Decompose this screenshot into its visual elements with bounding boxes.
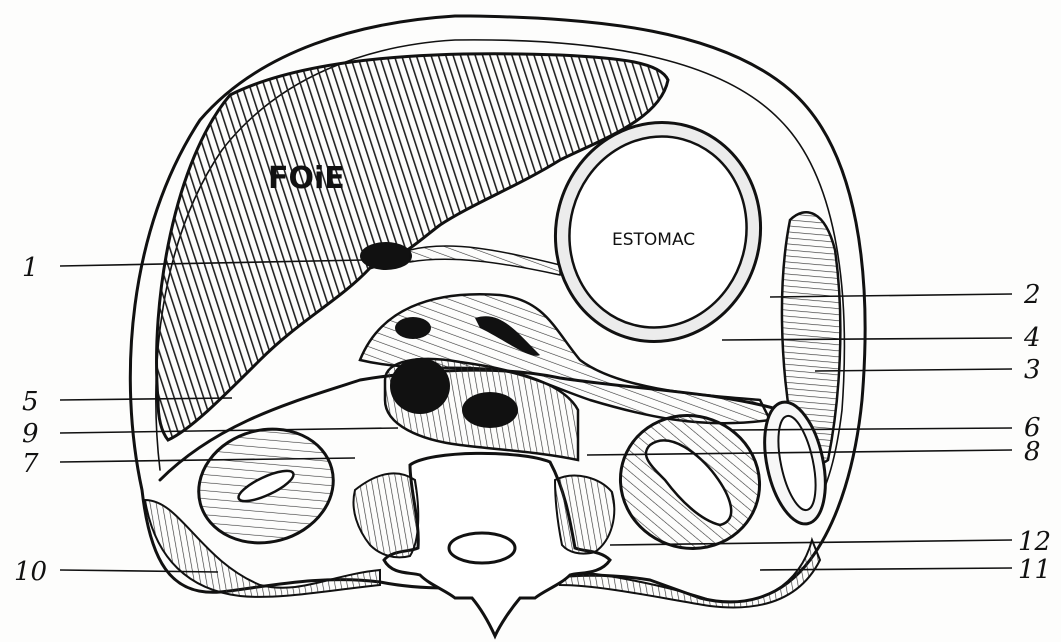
paravertebral-muscle-left xyxy=(353,473,418,557)
callout-7: 7 xyxy=(22,449,39,479)
vena-cava xyxy=(390,358,450,414)
stomach-label: ESTOMAC xyxy=(612,230,695,250)
callout-2: 2 xyxy=(1023,280,1041,310)
spinal-canal xyxy=(449,533,515,563)
pancreas-vessel-left xyxy=(395,317,431,339)
callout-4: 4 xyxy=(1023,323,1041,353)
leader-11 xyxy=(760,568,1012,570)
callout-10: 10 xyxy=(14,557,47,587)
callout-11: 11 xyxy=(1018,555,1051,585)
gastrohepatic-ligament xyxy=(410,246,560,275)
callout-8: 8 xyxy=(1024,437,1041,467)
aorta xyxy=(462,392,518,428)
callout-9: 9 xyxy=(22,419,39,449)
leader-4 xyxy=(722,338,1012,340)
callout-1: 1 xyxy=(22,253,39,283)
callout-12: 12 xyxy=(1018,527,1051,557)
portal-vessel xyxy=(360,242,412,270)
callout-5: 5 xyxy=(22,387,39,417)
paravertebral-muscle-right xyxy=(555,476,614,554)
liver-label: FOiE xyxy=(268,161,345,196)
callout-3: 3 xyxy=(1024,355,1041,385)
